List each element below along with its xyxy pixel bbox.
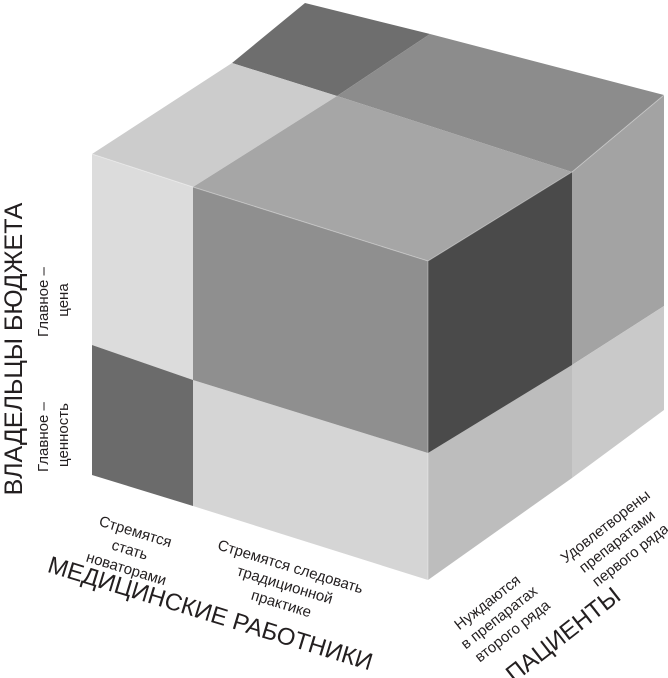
center-cube-top: [193, 96, 572, 261]
budget-owners-axis-title: ВЛАДЕЛЬЦЫ БЮДЖЕТА: [0, 202, 28, 495]
front-face-top-left: [92, 154, 193, 380]
side-face-lower-front: [428, 365, 572, 580]
budget-owners-level-bottom: Главное – ценность: [35, 398, 72, 472]
front-face-bottom-left: [92, 345, 193, 506]
center-cube-front: [193, 187, 428, 453]
front-face-bottom-right: [193, 380, 428, 580]
side-face-upper: [572, 95, 664, 365]
top-face-back-left: [232, 3, 430, 96]
center-cube-side: [428, 172, 572, 453]
budget-owners-level-top: Главное – цена: [35, 263, 72, 337]
top-face-front-left: [92, 63, 337, 187]
side-face-lower-back: [572, 306, 664, 478]
top-face-back-right: [337, 34, 664, 172]
patients-level-back: Удовлетворены препаратами первого ряда: [558, 484, 668, 597]
